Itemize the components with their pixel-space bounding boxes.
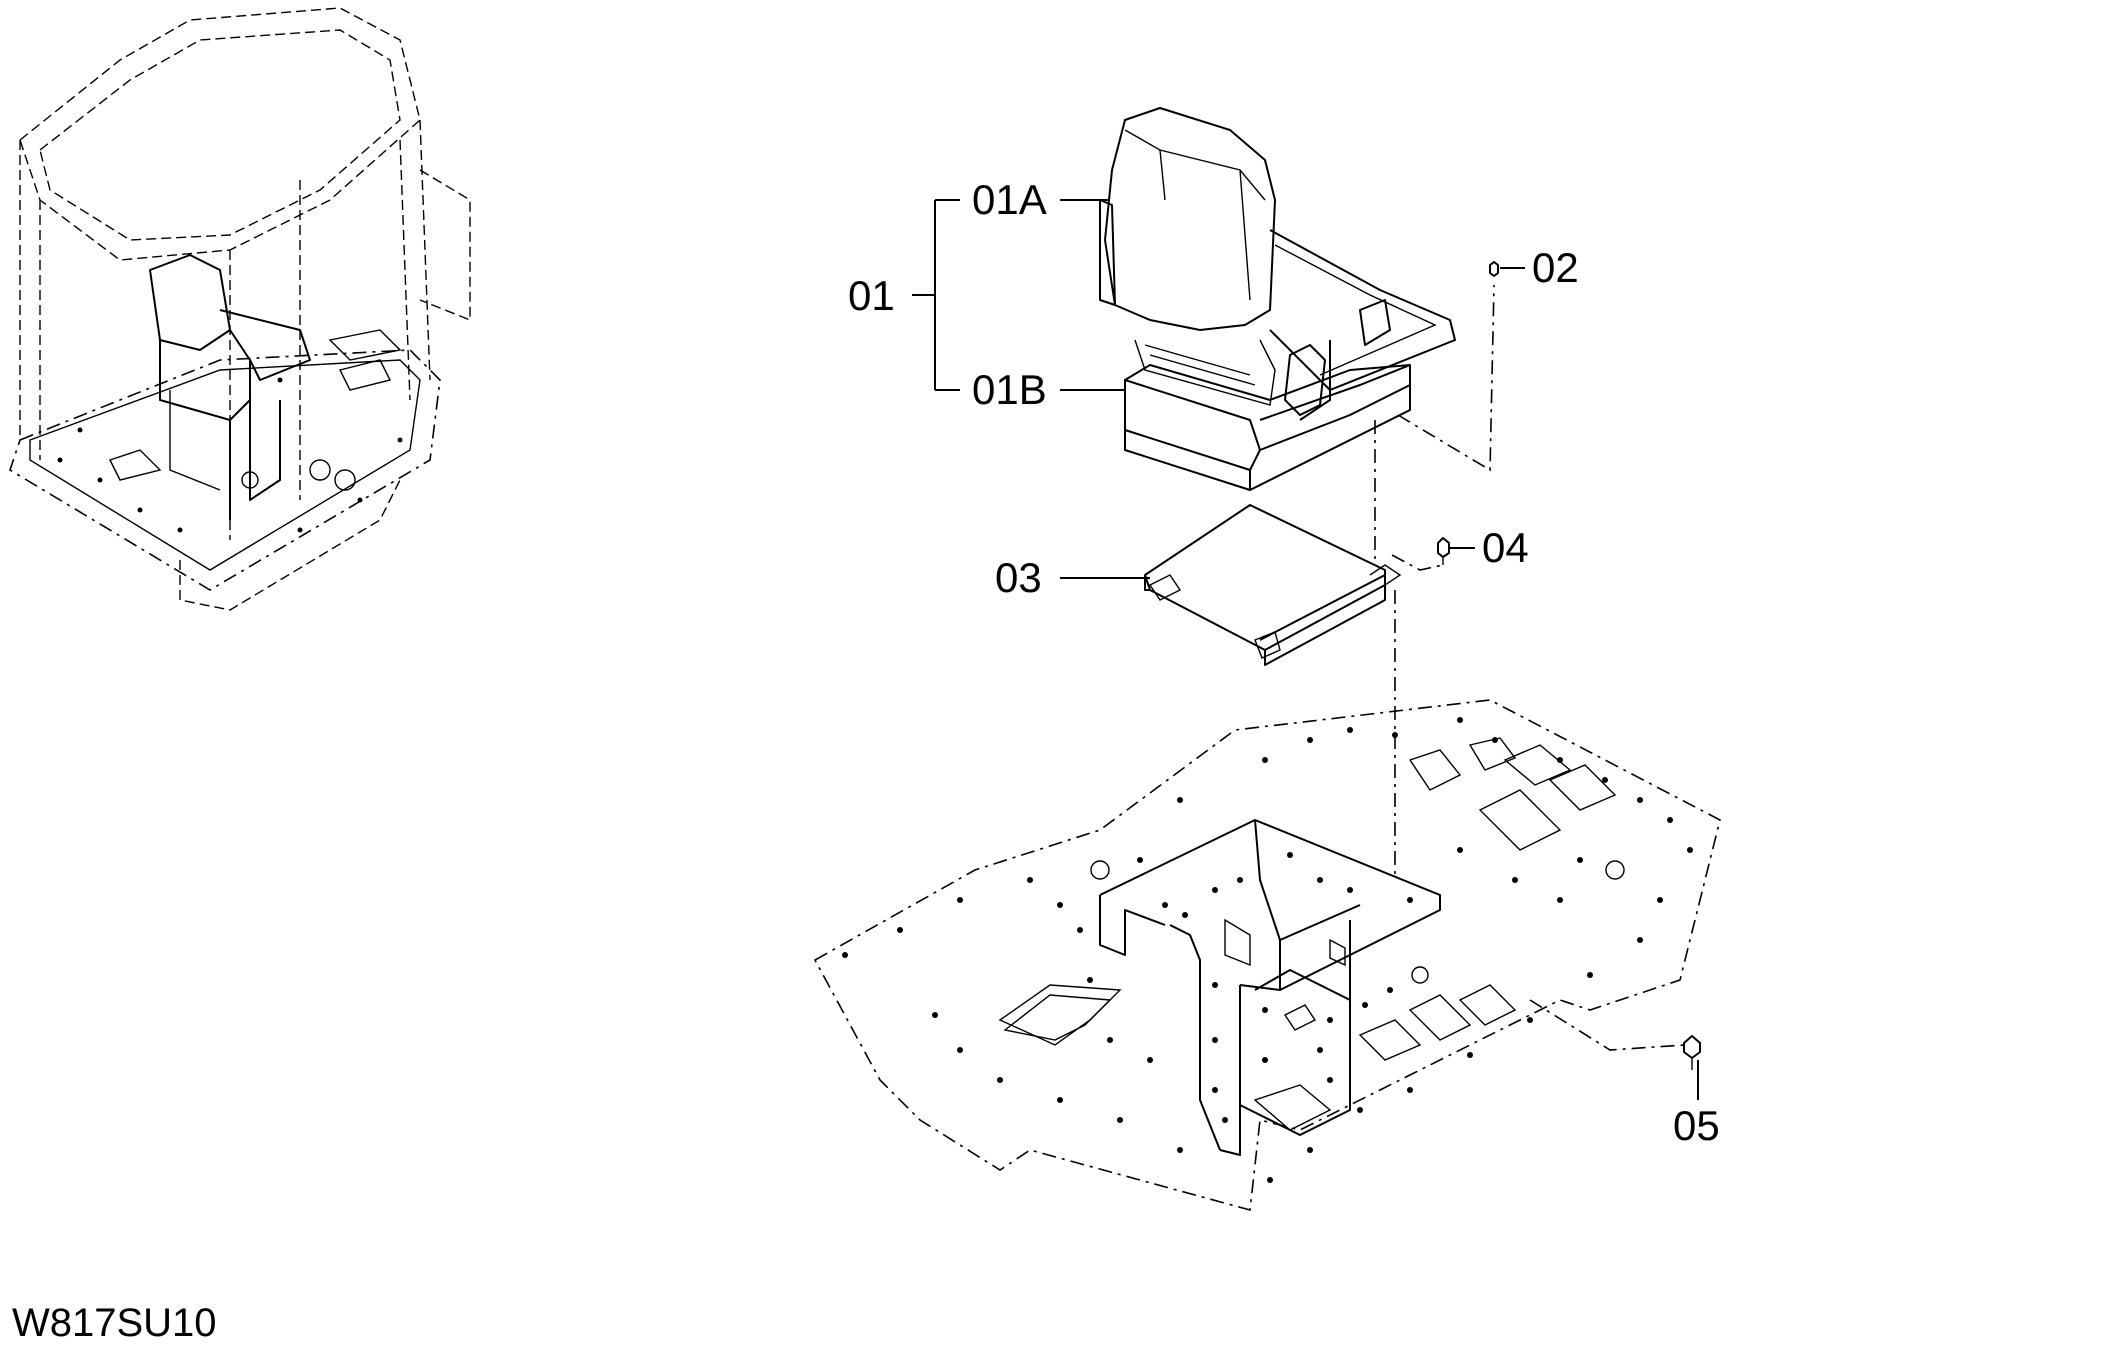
callout-04: 04 (1450, 524, 1529, 571)
callout-03-label: 03 (995, 554, 1042, 601)
callout-03: 03 (995, 554, 1150, 601)
bolt-02 (1489, 261, 1499, 277)
callout-01: 01 (848, 199, 960, 391)
seat-assembly (1099, 107, 1456, 491)
bolt-04 (1437, 537, 1450, 565)
callout-01B-label: 01B (972, 366, 1047, 413)
seat-bracket (1144, 504, 1402, 666)
callout-02-label: 02 (1532, 244, 1579, 291)
callout-01B: 01B (972, 366, 1125, 413)
bolt-05 (1683, 1035, 1701, 1070)
callout-01A: 01A (972, 176, 1110, 223)
cab-overview (9, 7, 471, 611)
callout-01-label: 01 (848, 272, 895, 319)
drawing-code: W817SU10 (12, 1301, 217, 1345)
callout-04-label: 04 (1482, 524, 1529, 571)
callout-05: 05 (1673, 1060, 1720, 1149)
callout-01A-label: 01A (972, 176, 1047, 223)
floor-plate (813, 699, 1721, 1212)
callout-02: 02 (1500, 244, 1579, 291)
assembly-lines (1374, 284, 1685, 1051)
callout-05-label: 05 (1673, 1102, 1720, 1149)
